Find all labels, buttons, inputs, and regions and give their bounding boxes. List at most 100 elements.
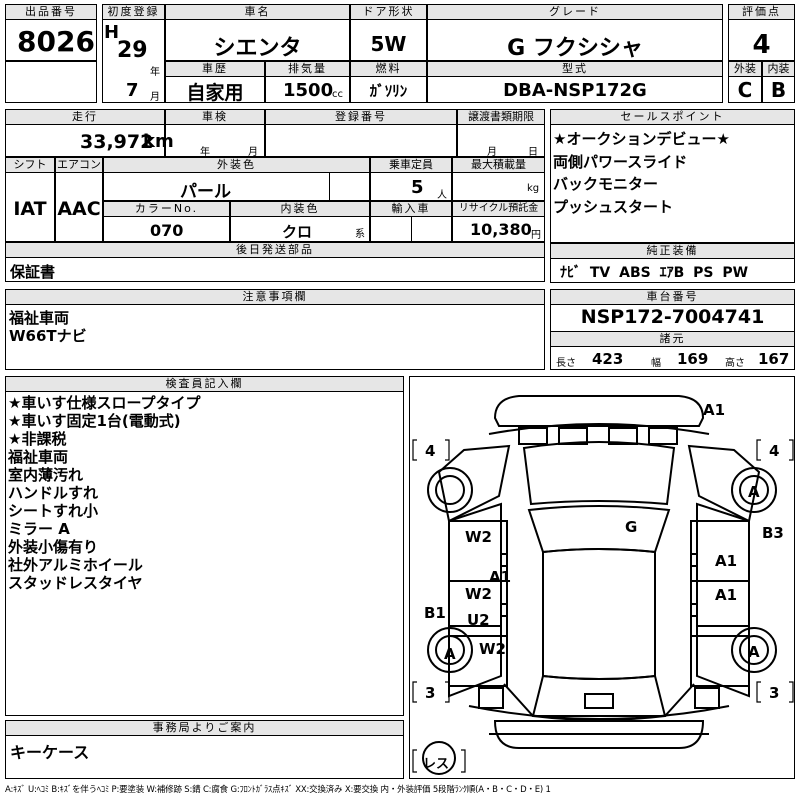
mileage: 33,972 (80, 131, 154, 153)
caution-line: W66Tナビ (9, 327, 87, 345)
mark-a-fl: A (444, 645, 456, 663)
import-divider (411, 216, 412, 242)
height: 167 (758, 350, 790, 368)
transfer-day: 日 (528, 147, 538, 158)
grade: G フクシシャ (507, 36, 643, 61)
mark-a-rr: A (748, 643, 760, 661)
color-no: 070 (150, 221, 184, 240)
height-label: 高さ (725, 358, 745, 369)
inspector-line: スタッドレスタイヤ (8, 574, 143, 592)
model-code: DBA-NSP172G (503, 80, 647, 101)
month-unit: 月 (150, 92, 160, 103)
door-label: ドア形状 (350, 4, 427, 20)
lot-number: 8026 (17, 25, 95, 58)
sales-points: ★オークションデビュー★ 両側パワースライド バックモニター プッシュスタート (553, 128, 730, 218)
car-name: シエンタ (213, 36, 302, 61)
inspector-line: 社外アルミホイール (8, 556, 143, 574)
inspector-label: 検査員記入欄 (5, 376, 404, 392)
model-label: 型式 (427, 61, 723, 77)
inspector-line: 福祉車両 (8, 448, 69, 466)
load-label: 最大積載量 (452, 157, 545, 173)
length-label: 長さ (556, 358, 576, 369)
capacity-unit: 人 (437, 190, 447, 201)
reg-month: 7 (126, 80, 139, 101)
load-unit: kg (527, 183, 540, 194)
office-note: キーケース (10, 743, 90, 762)
recycle-label: リサイクル預託金 (452, 201, 545, 217)
score: 4 (752, 30, 771, 60)
history-label: 車歴 (165, 61, 265, 77)
later-parts-label: 後日発送部品 (5, 242, 545, 258)
sales-point: プッシュスタート (553, 197, 674, 216)
mark-b1: B1 (424, 604, 446, 622)
caution-line: 福祉車両 (9, 309, 70, 327)
spare-tire: レス (423, 757, 449, 772)
color-no-label: カラーNo. (103, 201, 230, 217)
car-name-label: 車名 (165, 4, 350, 20)
dims-label: 諸元 (550, 331, 795, 347)
inspector-line: ★非課税 (8, 430, 67, 448)
color-divider (329, 172, 330, 201)
recycle-unit: 円 (531, 230, 541, 241)
mark-g: G (625, 518, 637, 536)
chassis-number: NSP172-7004741 (580, 306, 765, 328)
inspector-line: 外装小傷有り (8, 538, 99, 556)
later-parts: 保証書 (10, 263, 56, 281)
inspector-line: ★車いす仕様スロープタイプ (8, 394, 201, 412)
mark-u2: U2 (467, 611, 490, 629)
interior-color: クロ (282, 223, 313, 241)
reg-year: 29 (117, 38, 148, 63)
fuel: ｶﾞｿﾘﾝ (369, 82, 408, 100)
interior-color-label: 内装色 (230, 201, 370, 217)
int-score: B (770, 78, 787, 102)
lot-blank-box (5, 61, 97, 103)
caution-notes: 福祉車両 W66Tナビ (9, 309, 87, 345)
inspection-month-unit: 月 (248, 147, 258, 158)
inspector-line: ★車いす固定1台(電動式) (8, 412, 181, 430)
ac: AAC (57, 198, 101, 220)
ext-color: パール (180, 182, 231, 202)
interior-suffix: 系 (355, 229, 365, 240)
car-diagram-box (409, 376, 795, 779)
office-label: 事務局よりご案内 (5, 720, 404, 736)
displacement: 1500 (283, 80, 334, 101)
sales-label: セールスポイント (550, 109, 795, 125)
mark-w2-2: W2 (465, 585, 492, 603)
tread-rr: 3 (769, 684, 779, 702)
mark-a1-r2: A1 (715, 586, 737, 604)
color-label: 外装色 (103, 157, 370, 173)
tread-fr: 4 (769, 442, 779, 460)
mark-w2-1: W2 (465, 528, 492, 546)
sales-point: バックモニター (553, 175, 659, 193)
car-diagram: A1 G W2 A1 B3 W2 A1 A1 B1 U2 W2 A A A A … (412, 395, 794, 775)
inspector-line: ミラー A (8, 520, 70, 538)
mark-a-fr: A (748, 483, 760, 501)
ac-label: エアコン (55, 157, 103, 173)
transfer-label: 譲渡書類期限 (457, 109, 545, 125)
int-label: 内装 (762, 61, 795, 77)
mark-a1-r1: A1 (715, 552, 737, 570)
score-label: 評価点 (728, 4, 795, 20)
door-type: 5W (370, 32, 407, 56)
equipment: ﾅﾋﾞ TV ABS ｴｱB PS PW (560, 265, 749, 281)
lot-label: 出品番号 (5, 4, 97, 20)
ext-score: C (737, 78, 753, 102)
shift: IAT (13, 198, 47, 220)
recycle-deposit: 10,380 (470, 220, 532, 239)
sales-point: 両側パワースライド (553, 152, 688, 171)
transfer-month: 月 (487, 147, 497, 158)
mark-b3: B3 (762, 524, 784, 542)
chassis-label: 車台番号 (550, 289, 795, 305)
displacement-unit: cc (332, 89, 343, 100)
reg-number-label: 登録番号 (265, 109, 457, 125)
capacity: 5 (411, 177, 424, 198)
import-label: 輸入車 (370, 201, 452, 217)
mark-w2-3: W2 (479, 640, 506, 658)
ext-label: 外装 (728, 61, 762, 77)
shift-label: シフト (5, 157, 55, 173)
grade-label: グレード (427, 4, 723, 20)
width-label: 幅 (651, 358, 661, 369)
width: 169 (677, 350, 709, 368)
tread-rl: 3 (425, 684, 435, 702)
era: H (104, 22, 120, 43)
